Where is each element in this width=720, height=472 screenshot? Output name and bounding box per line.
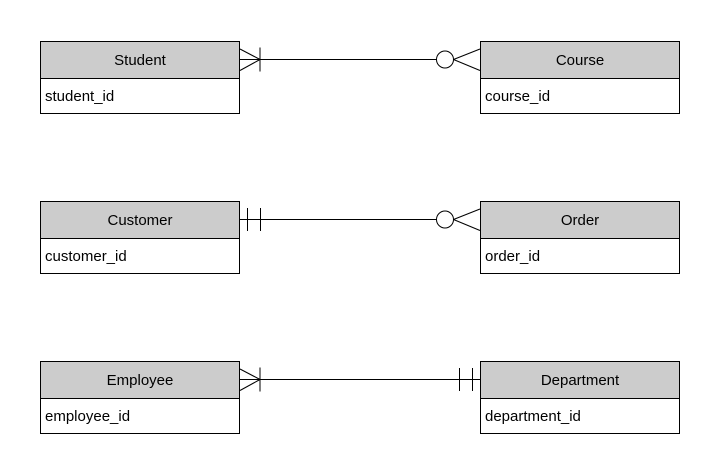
entity-attribute: order_id <box>485 247 541 265</box>
entity-attribute: student_id <box>45 87 115 105</box>
entity-student[interactable]: Student student_id <box>40 41 240 114</box>
entity-title: Employee <box>106 371 174 389</box>
entity-title-row[interactable]: Order <box>481 202 679 239</box>
cardinality-zero-circle-icon <box>436 210 454 229</box>
entity-title-row[interactable]: Employee <box>41 362 239 399</box>
relationship-customer-order[interactable] <box>240 208 481 231</box>
entity-title-row[interactable]: Student <box>41 42 239 79</box>
entity-customer[interactable]: Customer customer_id <box>40 201 240 274</box>
cardinality-zero-circle-icon <box>436 50 454 69</box>
cardinality-exactly-one-double-bar-icon <box>247 208 261 231</box>
entity-attribute-row[interactable]: department_id <box>481 399 679 433</box>
entity-attribute: course_id <box>485 87 551 105</box>
crow-foot-many-icon <box>453 208 481 231</box>
entity-title: Student <box>114 51 166 69</box>
entity-attribute-row[interactable]: order_id <box>481 239 679 273</box>
entity-attribute-row[interactable]: course_id <box>481 79 679 113</box>
relationship-employee-department[interactable] <box>239 367 480 392</box>
entity-attribute: employee_id <box>45 407 131 425</box>
entity-title-row[interactable]: Customer <box>41 202 239 239</box>
entity-title-row[interactable]: Course <box>481 42 679 79</box>
cardinality-exactly-one-double-bar-icon <box>459 368 473 391</box>
entity-title: Course <box>555 51 605 69</box>
crow-foot-many-icon <box>239 368 261 391</box>
entity-employee[interactable]: Employee employee_id <box>40 361 240 434</box>
entity-department[interactable]: Department department_id <box>480 361 680 434</box>
entity-attribute: department_id <box>485 407 581 425</box>
entity-title: Customer <box>107 211 173 229</box>
entity-course[interactable]: Course course_id <box>480 41 680 114</box>
crow-foot-many-icon <box>453 48 481 71</box>
entity-attribute-row[interactable]: employee_id <box>41 399 239 433</box>
crow-foot-many-icon <box>239 48 261 71</box>
entity-title-row[interactable]: Department <box>481 362 679 399</box>
entity-attribute-row[interactable]: customer_id <box>41 239 239 273</box>
entity-title: Department <box>540 371 620 389</box>
entity-attribute-row[interactable]: student_id <box>41 79 239 113</box>
relationship-student-course[interactable] <box>239 47 481 72</box>
entity-attribute: customer_id <box>45 247 127 265</box>
entity-title: Order <box>560 211 600 229</box>
entity-order[interactable]: Order order_id <box>480 201 680 274</box>
